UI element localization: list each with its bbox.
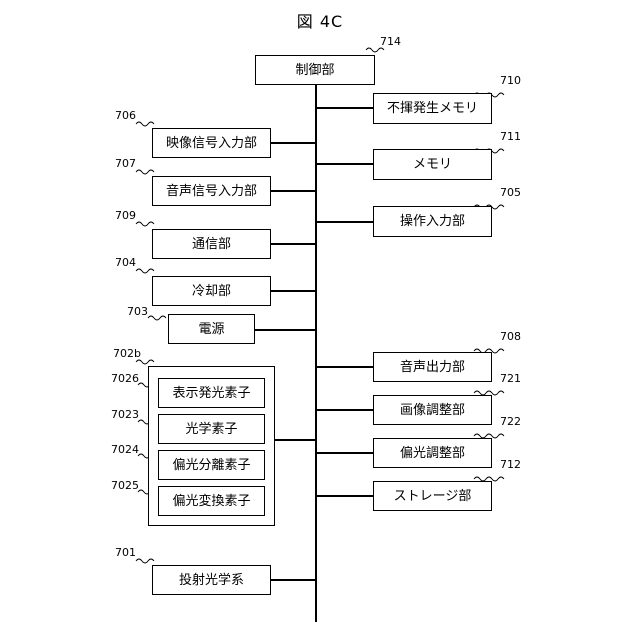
- leader-703: [148, 316, 166, 320]
- ref-polarization-adjust: 722: [500, 416, 521, 427]
- cooling-box: 冷却部: [152, 276, 271, 306]
- audio-output-box: 音声出力部: [373, 352, 492, 382]
- leader-714: [366, 48, 384, 52]
- polarization-splitter-box: 偏光分離素子: [158, 450, 265, 480]
- ref-display-emitter: 7026: [111, 373, 139, 384]
- ref-cooling: 704: [115, 257, 136, 268]
- ref-optical-element: 7023: [111, 409, 139, 420]
- ref-memory: 711: [500, 131, 521, 142]
- audio-signal-input-box: 音声信号入力部: [152, 176, 271, 206]
- nonvolatile-memory-box: 不揮発生メモリ: [373, 93, 492, 124]
- ref-audio-output: 708: [500, 331, 521, 342]
- control-unit-box: 制御部: [255, 55, 375, 85]
- optical-element-box: 光学素子: [158, 414, 265, 444]
- video-signal-input-box: 映像信号入力部: [152, 128, 271, 158]
- display-emitter-element-box: 表示発光素子: [158, 378, 265, 408]
- ref-storage: 712: [500, 459, 521, 470]
- ref-audio-input: 707: [115, 158, 136, 169]
- leader-707: [136, 170, 154, 174]
- operation-input-box: 操作入力部: [373, 206, 492, 237]
- ref-polarization-converter: 7025: [111, 480, 139, 491]
- leader-709: [136, 222, 154, 226]
- ref-power-supply: 703: [127, 306, 148, 317]
- ref-control: 714: [380, 36, 401, 47]
- power-supply-box: 電源: [168, 314, 255, 344]
- leader-701: [136, 559, 154, 563]
- leader-704: [136, 269, 154, 273]
- memory-box: メモリ: [373, 149, 492, 180]
- polarization-adjust-box: 偏光調整部: [373, 438, 492, 468]
- ref-video-input: 706: [115, 110, 136, 121]
- leader-702b: [136, 360, 154, 364]
- ref-polarization-splitter: 7024: [111, 444, 139, 455]
- polarization-converter-box: 偏光変換素子: [158, 486, 265, 516]
- communication-box: 通信部: [152, 229, 271, 259]
- figure-title: 図 4C: [0, 8, 640, 32]
- projection-optics-box: 投射光学系: [152, 565, 271, 595]
- ref-image-adjust: 721: [500, 373, 521, 384]
- ref-nonvolatile-memory: 710: [500, 75, 521, 86]
- ref-operation-input: 705: [500, 187, 521, 198]
- leader-706: [136, 122, 154, 126]
- ref-projection-optics: 701: [115, 547, 136, 558]
- image-adjust-box: 画像調整部: [373, 395, 492, 425]
- ref-optical-group: 702b: [113, 348, 141, 359]
- storage-box: ストレージ部: [373, 481, 492, 511]
- ref-communication: 709: [115, 210, 136, 221]
